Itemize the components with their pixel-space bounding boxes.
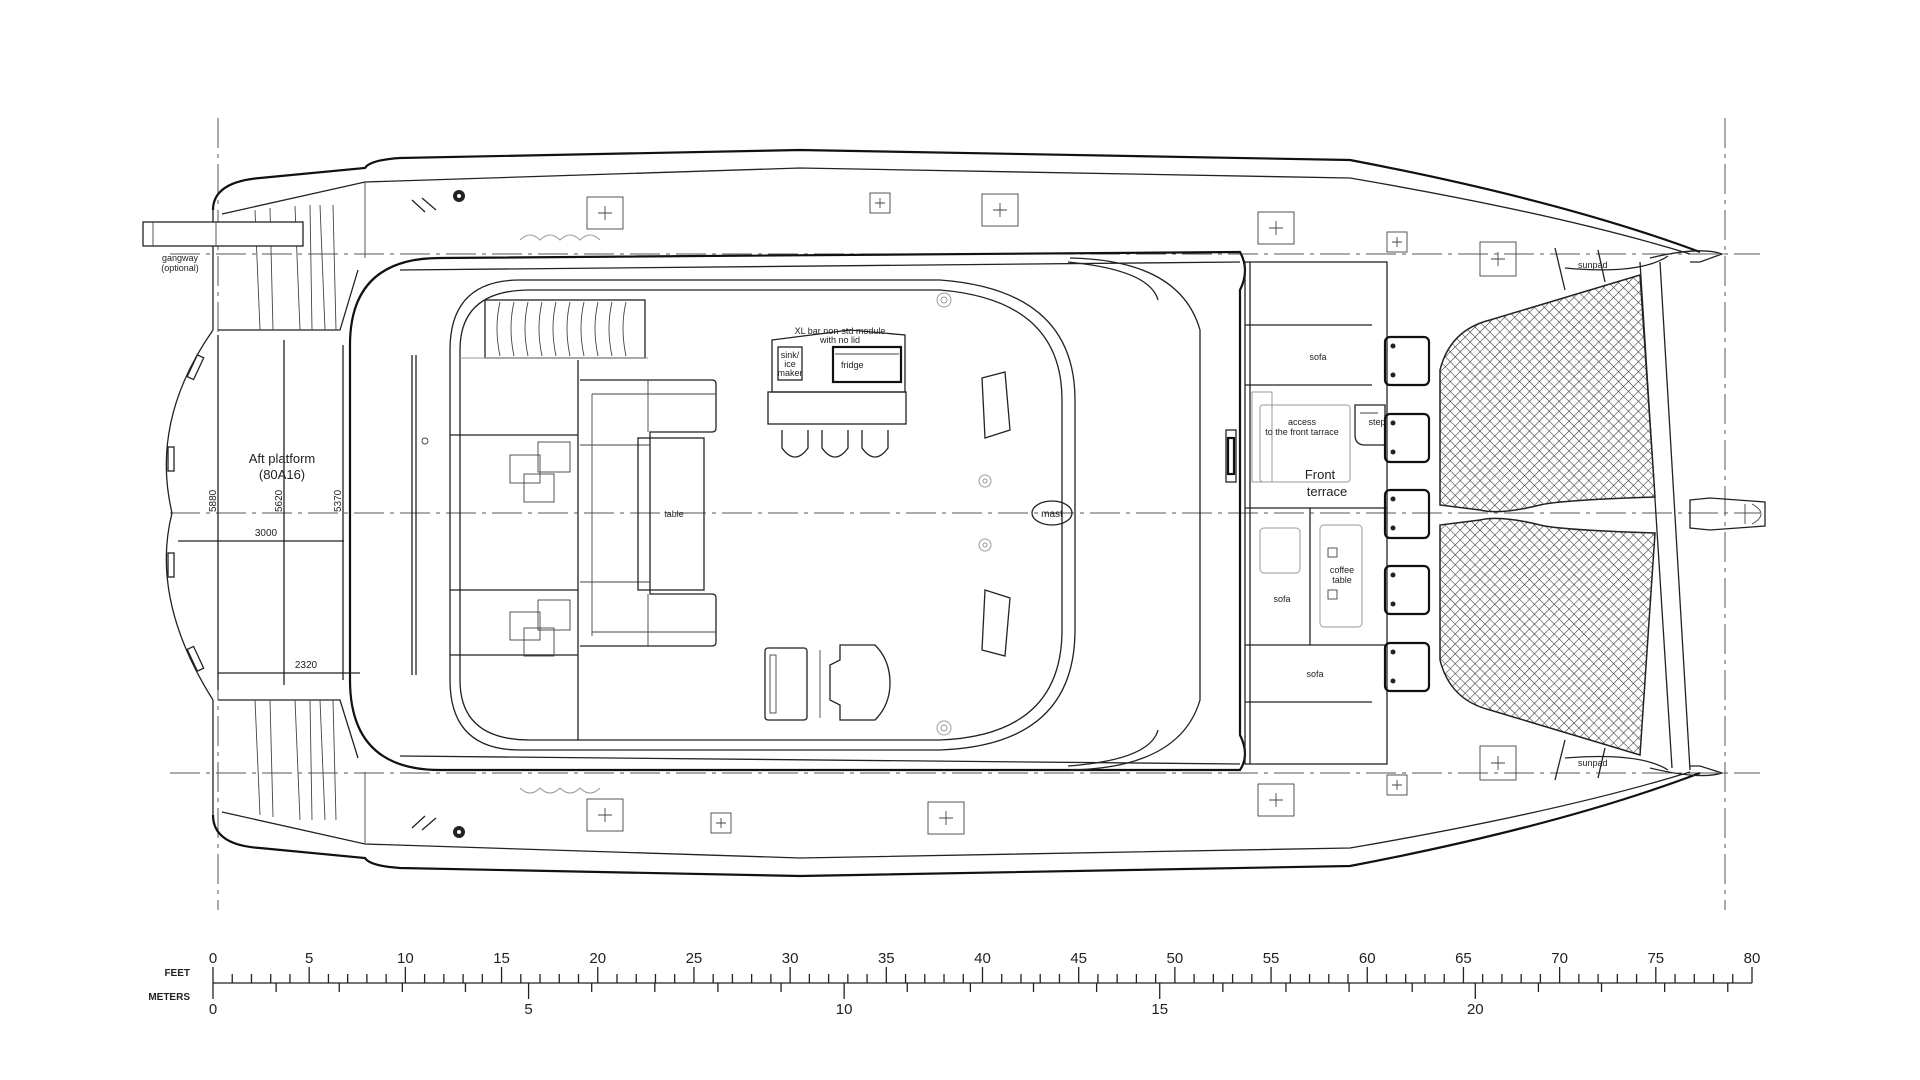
feet-tick-label: 65 <box>1455 950 1472 967</box>
dimension-3000: 3000 <box>255 528 278 539</box>
mast-label: mast <box>1041 509 1063 520</box>
deck-hatches <box>411 190 1517 838</box>
bridge-deck: mast <box>348 250 1247 772</box>
dimension-2320: 2320 <box>295 660 318 671</box>
aft-platform-label-2: (80A16) <box>259 467 305 482</box>
feet-tick-label: 0 <box>209 950 217 967</box>
feet-tick-label: 5 <box>305 950 313 967</box>
feet-tick-label: 15 <box>493 950 510 967</box>
feet-tick-label: 30 <box>782 950 799 967</box>
mast: mast <box>1031 500 1073 526</box>
feet-tick-label: 25 <box>686 950 703 967</box>
front-terrace-label-2: terrace <box>1307 484 1347 499</box>
aft-labels: gangway (optional) Aft platform (80A16) … <box>161 253 344 671</box>
gangway-label-1: gangway <box>162 253 199 263</box>
trampoline-nets <box>1439 274 1656 756</box>
gangway <box>142 221 304 247</box>
feet-tick-label: 60 <box>1359 950 1376 967</box>
dimension-5880: 5880 <box>208 489 219 512</box>
dimension-5620: 5620 <box>274 489 285 512</box>
access-label-2: to the front tarrace <box>1265 427 1339 437</box>
feet-tick-label: 75 <box>1647 950 1664 967</box>
aft-platform-label-1: Aft platform <box>249 451 315 466</box>
bar-module-label-1: XL bar non-std module <box>795 326 886 336</box>
sink-label-3: maker <box>777 368 802 378</box>
feet-tick-label: 10 <box>397 950 414 967</box>
dimension-5370: 5370 <box>333 489 344 512</box>
feet-tick-label: 55 <box>1263 950 1280 967</box>
access-label-1: access <box>1288 417 1317 427</box>
coffee-table-label-2: table <box>1332 575 1352 585</box>
forward-seats <box>1383 335 1431 693</box>
sofa-top-label: sofa <box>1309 352 1326 362</box>
hull-outline <box>142 148 1766 878</box>
fridge-label: fridge <box>841 360 864 370</box>
feet-tick-label: 70 <box>1551 950 1568 967</box>
meter-tick-label: 10 <box>836 1001 853 1018</box>
feet-tick-label: 20 <box>589 950 606 967</box>
sink-label-1: sink/ <box>781 350 800 360</box>
feet-tick-label: 35 <box>878 950 895 967</box>
bar-module: XL bar non-std module with no lid sink/ … <box>767 326 907 458</box>
sofa-mid-label: sofa <box>1273 594 1290 604</box>
feet-tick-label: 50 <box>1167 950 1184 967</box>
sink-label-2: ice <box>784 359 796 369</box>
meter-tick-label: 20 <box>1467 1001 1484 1018</box>
sunpad-top-label: sunpad <box>1578 260 1608 270</box>
feet-tick-label: 40 <box>974 950 991 967</box>
aft-platform <box>165 329 360 701</box>
meter-tick-label: 0 <box>209 1001 217 1018</box>
meter-tick-label: 5 <box>524 1001 532 1018</box>
sunpads: sunpad sunpad <box>1554 247 1608 781</box>
step-label: step <box>1368 417 1385 427</box>
table-label: table <box>664 509 684 519</box>
feet-tick-label: 80 <box>1744 950 1761 967</box>
sunpad-bottom-label: sunpad <box>1578 758 1608 768</box>
meter-tick-label: 15 <box>1151 1001 1168 1018</box>
bar-module-label-2: with no lid <box>819 335 860 345</box>
reference-lines <box>170 118 1760 910</box>
gangway-label-2: (optional) <box>161 263 199 273</box>
feet-tick-label: 45 <box>1070 950 1087 967</box>
cockpit: table <box>450 299 891 740</box>
coffee-table-label-1: coffee <box>1330 565 1354 575</box>
front-terrace-label-1: Front <box>1305 467 1336 482</box>
meters-unit-label: METERS <box>148 992 190 1003</box>
front-terrace: sofa access to the front tarrace Front t… <box>1244 261 1388 765</box>
feet-unit-label: FEET <box>164 968 190 979</box>
sofa-bottom-label: sofa <box>1306 669 1323 679</box>
